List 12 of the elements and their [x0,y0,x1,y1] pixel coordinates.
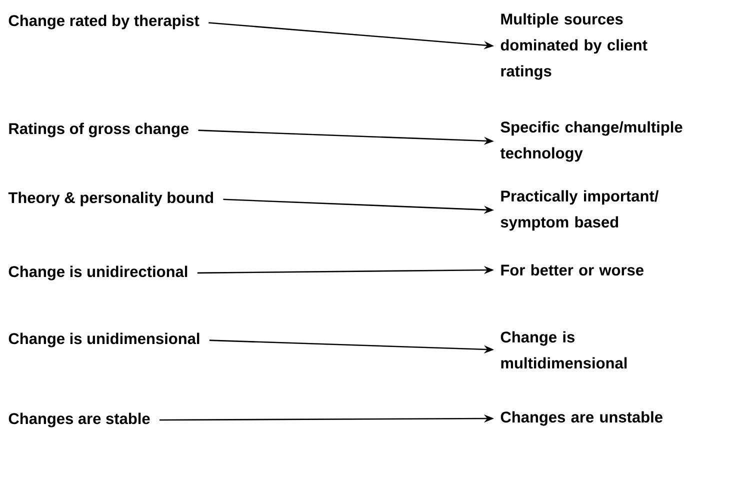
text-label: Ratings of gross change [9,122,189,138]
text-label: Change is unidirectional [8,266,188,280]
text-label: Change is multidimensional [500,331,627,369]
text-label: Practically important/ symptom based [500,190,659,231]
text-label: Specific change/multiple technology [500,121,682,162]
text-label: Changes are stable [8,412,150,428]
text-label: Multiple sources dominated by client ratings [500,13,648,80]
text-label: Theory & personality bound [8,192,213,206]
text-label: Change rated by therapist [8,14,200,30]
text-label: For better or worse [501,264,644,276]
text-label: Changes are unstable [500,411,662,426]
text-label: Change is unidimensional [8,332,200,348]
